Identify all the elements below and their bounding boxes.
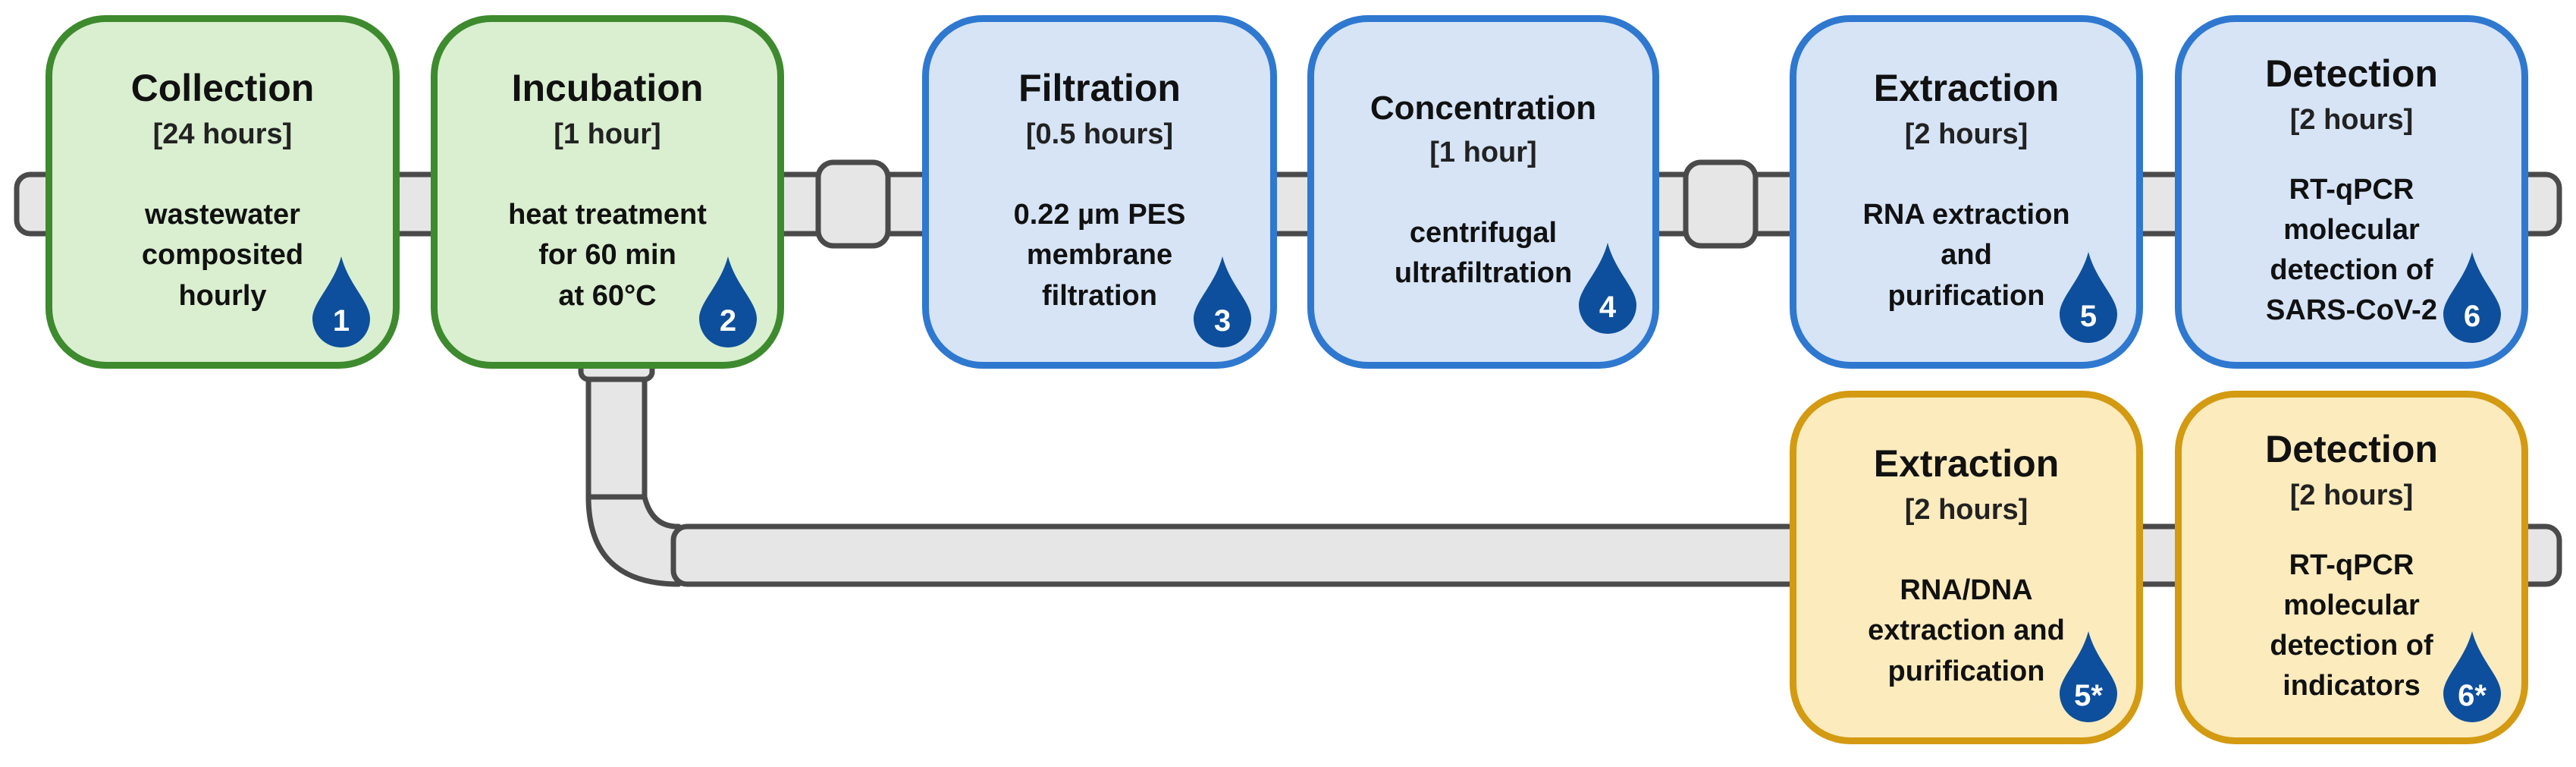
step-description: centrifugal ultrafiltration <box>1394 216 1573 289</box>
step-number: 6* <box>2458 679 2487 712</box>
step-title: Collection <box>130 67 315 110</box>
step-duration: [24 hours] <box>152 118 293 151</box>
water-drop-icon: 6 <box>2440 250 2504 344</box>
step-number: 1 <box>332 304 350 338</box>
water-drop-icon: 4 <box>1576 241 1639 335</box>
step-duration: [2 hours] <box>1904 494 2028 527</box>
step-duration: [2 hours] <box>2289 479 2414 511</box>
water-drop-icon: 6* <box>2440 630 2504 724</box>
step-detection-indicators: Detection [2 hours] RT-qPCR molecular de… <box>2175 391 2528 744</box>
step-duration: [2 hours] <box>1904 118 2028 151</box>
step-title: Detection <box>2265 427 2438 470</box>
pipe-coupling <box>815 159 891 249</box>
step-duration: [2 hours] <box>2289 103 2414 136</box>
water-drop-icon: 1 <box>309 255 373 349</box>
step-title: Incubation <box>511 67 704 110</box>
water-drop-icon: 5* <box>2057 630 2120 724</box>
step-number: 2 <box>719 304 737 338</box>
branch-pipe-elbow <box>585 494 682 587</box>
step-number: 5 <box>2079 300 2098 333</box>
step-description: 0.22 µm PES membrane filtration <box>1013 199 1186 312</box>
step-description: RNA extraction and purification <box>1862 199 2070 312</box>
step-title: Extraction <box>1873 442 2060 486</box>
step-description: heat treatment for 60 min at 60°C <box>508 199 707 312</box>
step-duration: [1 hour] <box>1429 136 1537 168</box>
step-title: Concentration <box>1370 90 1597 127</box>
step-number: 4 <box>1599 291 1617 324</box>
step-description: RNA/DNA extraction and purification <box>1868 574 2065 687</box>
step-duration: [0.5 hours] <box>1025 118 1174 151</box>
step-title: Filtration <box>1018 67 1181 110</box>
step-title: Detection <box>2265 52 2438 95</box>
step-number: 6 <box>2463 300 2481 333</box>
step-description: RT-qPCR molecular detection of SARS-CoV-… <box>2266 173 2437 327</box>
step-number: 5* <box>2074 679 2103 712</box>
step-number: 3 <box>1213 304 1232 338</box>
step-description: RT-qPCR molecular detection of indicator… <box>2270 549 2433 703</box>
water-drop-icon: 5 <box>2057 250 2120 344</box>
step-description: wastewater composited hourly <box>141 199 304 312</box>
water-drop-icon: 3 <box>1191 255 1254 349</box>
step-title: Extraction <box>1873 67 2060 110</box>
pipe-coupling <box>1683 159 1759 249</box>
step-duration: [1 hour] <box>554 118 661 151</box>
water-drop-icon: 2 <box>696 255 760 349</box>
